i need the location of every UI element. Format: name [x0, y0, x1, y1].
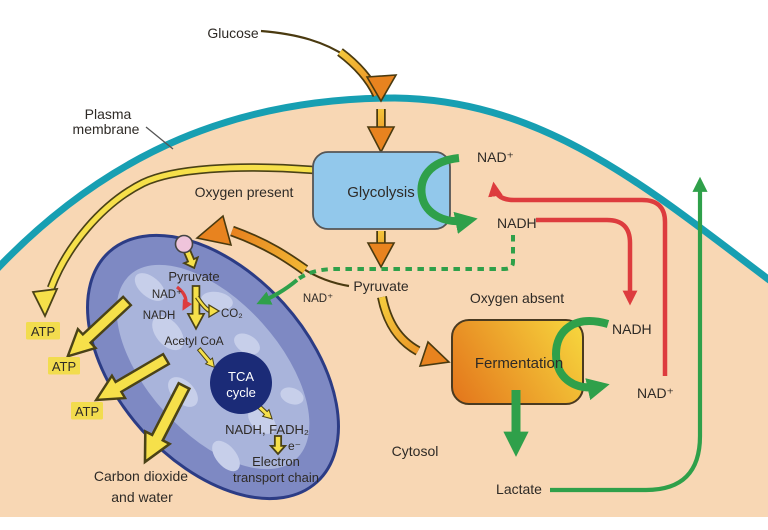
label-atp-1: ATP — [31, 324, 55, 339]
label-glycolysis: Glycolysis — [347, 184, 415, 201]
label-tca-2: cycle — [226, 385, 256, 400]
label-carbon-dioxide-2: and water — [111, 489, 173, 505]
glycolysis-to-pyruvate-arrow — [366, 231, 396, 269]
co2-branch-arrow — [195, 295, 221, 319]
nadh-to-fermentation-arrow — [536, 217, 638, 306]
glucose-entry-arrow — [366, 109, 396, 154]
pyruvate-to-mitochondrion-arrow — [195, 214, 350, 288]
label-nad-fermentation: NAD⁺ — [637, 385, 674, 401]
label-atp-3: ATP — [75, 404, 99, 419]
nad-return-to-glycolysis-arrow — [488, 181, 668, 376]
lactate-export-arrow — [550, 176, 708, 493]
nad-to-nadh-arrow-mito — [175, 285, 193, 311]
label-atp-2: ATP — [52, 359, 76, 374]
label-carbon-dioxide-1: Carbon dioxide — [94, 468, 188, 484]
plasma-membrane — [0, 94, 768, 284]
fermentation-nad-cycle-arrow — [551, 317, 610, 401]
label-nad-mito: NAD⁺ — [152, 289, 182, 301]
label-nadh-fermentation: NADH — [612, 321, 652, 337]
label-oxygen-present: Oxygen present — [195, 184, 294, 200]
label-tca-1: TCA — [228, 369, 254, 384]
atp-badge-1 — [26, 322, 60, 340]
label-electron: e⁻ — [288, 439, 301, 453]
label-plasma-membrane-1: Plasma — [85, 106, 132, 122]
pyruvate-to-fermentation-arrow — [377, 295, 451, 367]
tca-cycle-circle — [210, 352, 272, 414]
label-lactate: Lactate — [496, 481, 542, 497]
label-cytosol: Cytosol — [392, 443, 439, 459]
label-glucose: Glucose — [207, 25, 259, 41]
glycolysis-atp-arrow — [31, 163, 315, 319]
label-nad-entry: NAD⁺ — [303, 293, 333, 305]
plasma-membrane-pointer — [145, 126, 174, 150]
label-plasma-membrane-2: membrane — [73, 121, 140, 137]
nad-return-to-mitochondrion-dashed — [295, 235, 515, 282]
label-nadh-glycolysis: NADH — [497, 215, 537, 231]
label-etc-2: transport chain — [233, 470, 319, 485]
label-co2: CO₂ — [221, 308, 243, 320]
label-pyruvate-mito: Pyruvate — [168, 269, 219, 284]
label-oxygen-absent: Oxygen absent — [470, 290, 564, 306]
label-fermentation: Fermentation — [475, 355, 563, 372]
atp-badges — [26, 322, 103, 420]
label-nadh-fadh2: NADH, FADH₂ — [225, 422, 309, 437]
nad-return-to-mitochondrion-head — [256, 278, 299, 305]
label-etc-1: Electron — [252, 454, 300, 469]
glycolysis-nad-cycle-arrow — [417, 154, 478, 234]
atp-badge-3 — [71, 402, 103, 420]
pyruvate-transport-pore — [174, 234, 194, 254]
label-acetyl-coa: Acetyl CoA — [164, 334, 223, 348]
atp-badge-2 — [48, 357, 80, 375]
glucose-arrow — [260, 29, 398, 103]
label-nad-glycolysis: NAD⁺ — [477, 149, 514, 165]
label-pyruvate-cytosol: Pyruvate — [353, 278, 408, 294]
label-nadh-mito: NADH — [143, 310, 176, 322]
glycolysis-box — [312, 151, 451, 230]
